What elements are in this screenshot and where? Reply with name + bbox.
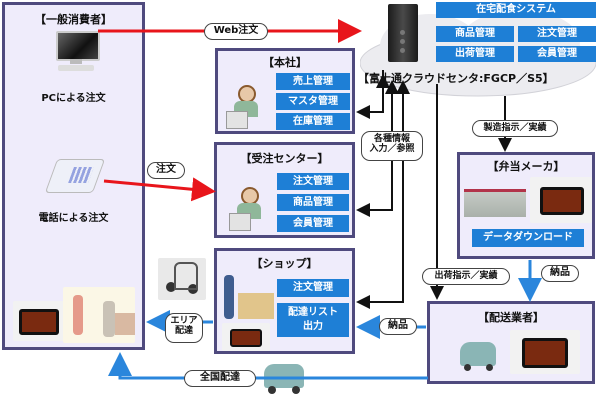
delivery-company-panel: 【配送業者】	[427, 301, 595, 384]
delivery-handover-image	[63, 287, 135, 343]
goods-delivery-label-shop: 納品	[379, 318, 417, 335]
head-office-data-arrow	[356, 70, 384, 119]
operator-icon	[224, 85, 268, 129]
shop-data-arrow	[356, 150, 404, 309]
area-delivery-label: エリア 配達	[165, 313, 203, 343]
delivery-company-title: 【配送業者】	[478, 311, 544, 324]
bento-maker-panel: 【弁当メーカ】 データダウンロード	[457, 152, 595, 259]
module-delivery-list-output: 配達リスト 出力	[277, 303, 349, 337]
output-label: 出力	[303, 321, 323, 332]
consumer-title: 【一般消費者】	[35, 13, 112, 26]
national-delivery-arrow	[108, 352, 428, 380]
head-office-panel: 【本社】 売上管理 マスタ管理 在庫管理	[215, 48, 355, 134]
head-office-title: 【本社】	[263, 56, 307, 69]
bento-image	[13, 301, 67, 341]
server-icon	[388, 4, 418, 62]
cloud-module-member: 会員管理	[518, 46, 596, 62]
area-delivery-line1: エリア	[170, 316, 198, 326]
cloud-module-product: 商品管理	[436, 26, 514, 42]
bento-maker-title: 【弁当メーカ】	[487, 160, 565, 173]
manufacture-label: 製造指示／実績	[472, 120, 558, 137]
order-center-title: 【受注センター】	[240, 152, 329, 165]
pc-icon	[52, 31, 100, 75]
area-delivery-line2: 配達	[174, 326, 193, 337]
shipping-label: 出荷指示／実績	[422, 268, 510, 285]
info-io-line1: 各種情報	[373, 134, 410, 144]
bento-image	[530, 177, 592, 223]
info-io-line2: 入力／参照	[369, 144, 415, 155]
national-delivery-label: 全国配達	[184, 370, 256, 387]
phone-order-caption: 電話による注文	[38, 213, 109, 224]
goods-delivery-label-maker: 納品	[541, 265, 579, 282]
phone-order-arrow	[103, 177, 216, 202]
consumer-panel: 【一般消費者】 PCによる注文 電話による注文	[2, 2, 145, 350]
pc-order-caption: PCによる注文	[41, 93, 106, 104]
shop-title: 【ショップ】	[251, 257, 318, 270]
module-master: マスタ管理	[276, 93, 350, 110]
module-member: 会員管理	[277, 215, 349, 232]
module-order: 注文管理	[277, 173, 349, 190]
module-sales: 売上管理	[276, 73, 350, 90]
operator-icon	[227, 187, 271, 231]
module-inventory: 在庫管理	[276, 113, 350, 130]
cloud-module-order: 注文管理	[518, 26, 596, 42]
factory-image	[464, 181, 526, 217]
delivery-list-label: 配達リスト	[288, 307, 338, 318]
national-delivery-van-image	[262, 360, 306, 396]
module-product: 商品管理	[277, 194, 349, 211]
data-download-button[interactable]: データダウンロード	[472, 229, 584, 247]
phone-order-label: 注文	[147, 162, 185, 179]
cloud-module-shipping: 出荷管理	[436, 46, 514, 62]
bento-image	[510, 330, 580, 374]
van-image	[458, 338, 498, 372]
home-meal-system-title: 在宅配食システム	[436, 2, 596, 18]
order-center-data-arrow	[356, 148, 393, 217]
info-io-label: 各種情報 入力／参照	[361, 131, 423, 161]
bento-image	[222, 323, 270, 351]
shop-panel: 【ショップ】 注文管理 配達リスト 出力	[214, 248, 355, 354]
order-center-panel: 【受注センター】 注文管理 商品管理 会員管理	[214, 142, 355, 238]
shop-counter-image	[222, 271, 276, 321]
module-order: 注文管理	[277, 279, 349, 297]
scooter-image	[158, 258, 206, 300]
web-order-label: Web注文	[204, 23, 268, 40]
